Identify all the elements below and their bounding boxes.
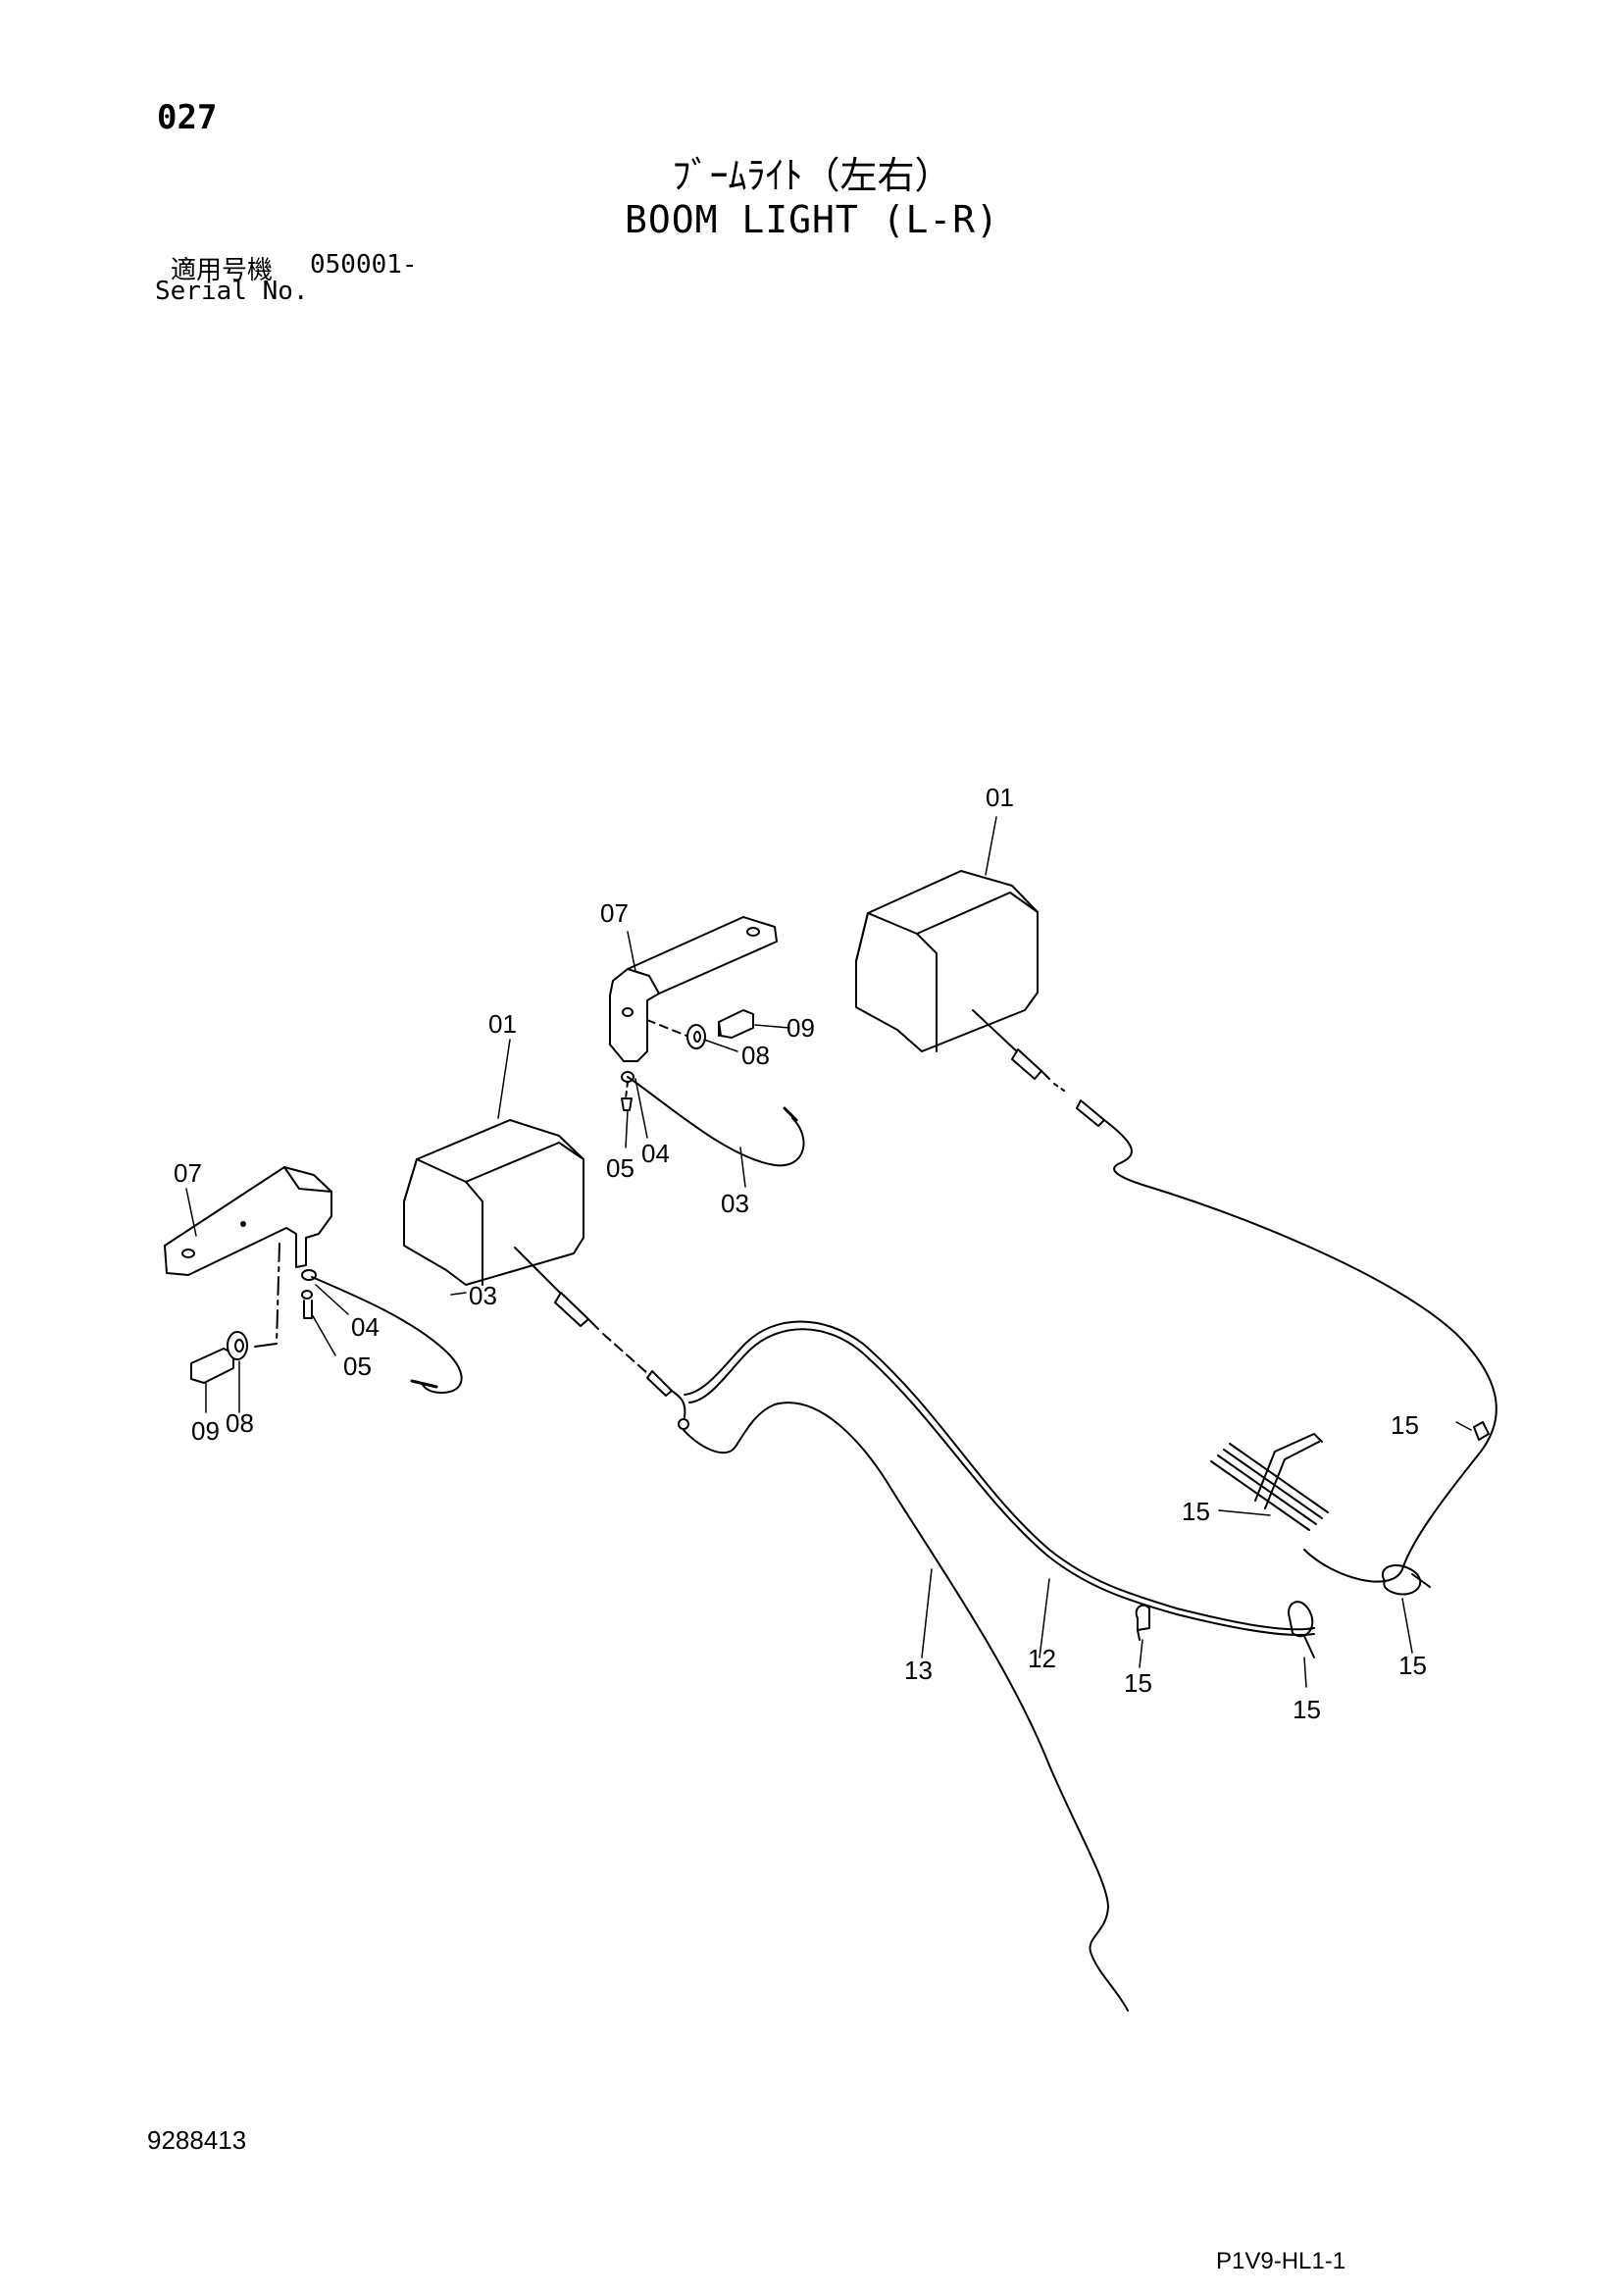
label-15-c: 15 — [1124, 1668, 1152, 1698]
harness-12-13 — [671, 1320, 1315, 2012]
leader-lines — [185, 816, 1472, 1688]
label-04-top: 04 — [641, 1139, 670, 1168]
label-04-left: 04 — [351, 1312, 380, 1342]
serial-label-english: Serial No. — [155, 277, 309, 306]
clamp-bundle — [1210, 1433, 1329, 1531]
connector-right — [972, 1009, 1497, 1583]
wire-left — [301, 1269, 463, 1394]
title-japanese: ﾌﾞｰﾑﾗｲﾄ（左右） — [672, 154, 952, 197]
label-15-a: 15 — [1391, 1410, 1419, 1440]
serial-label-japanese: 適用号機 — [171, 256, 274, 285]
label-07-left: 07 — [174, 1158, 202, 1188]
lamp-right — [855, 870, 1039, 1052]
label-15-e: 15 — [1398, 1651, 1427, 1680]
connector-left — [514, 1247, 673, 1397]
label-15-d: 15 — [1293, 1695, 1321, 1724]
label-07-top: 07 — [600, 898, 629, 928]
label-05-top: 05 — [606, 1153, 634, 1183]
serial-range: 050001- — [310, 250, 418, 280]
fasteners-top — [686, 1009, 754, 1049]
label-03-left: 03 — [469, 1281, 497, 1310]
clamps — [1135, 1421, 1490, 1658]
label-05-left: 05 — [343, 1352, 372, 1381]
label-01-left: 01 — [488, 1009, 517, 1039]
label-15-b: 15 — [1182, 1497, 1210, 1526]
label-12: 12 — [1028, 1644, 1056, 1673]
lamp-left — [403, 1119, 584, 1286]
label-09-top: 09 — [787, 1013, 815, 1043]
label-01-right: 01 — [986, 783, 1014, 812]
label-08-top: 08 — [741, 1041, 770, 1070]
label-09-left: 09 — [191, 1416, 220, 1446]
label-08-left: 08 — [226, 1408, 254, 1438]
bracket-top — [609, 916, 778, 1062]
document-number: 9288413 — [147, 2125, 247, 2155]
wire-top — [621, 1071, 805, 1167]
title-english: BOOM LIGHT (L-R) — [624, 198, 1000, 241]
label-13: 13 — [904, 1656, 933, 1685]
label-03-top: 03 — [721, 1189, 749, 1218]
fasteners-left — [190, 1331, 248, 1384]
page-code: P1V9-HL1-1 — [1216, 2248, 1346, 2274]
page-number: 027 — [157, 98, 218, 137]
bracket-left — [164, 1166, 332, 1348]
